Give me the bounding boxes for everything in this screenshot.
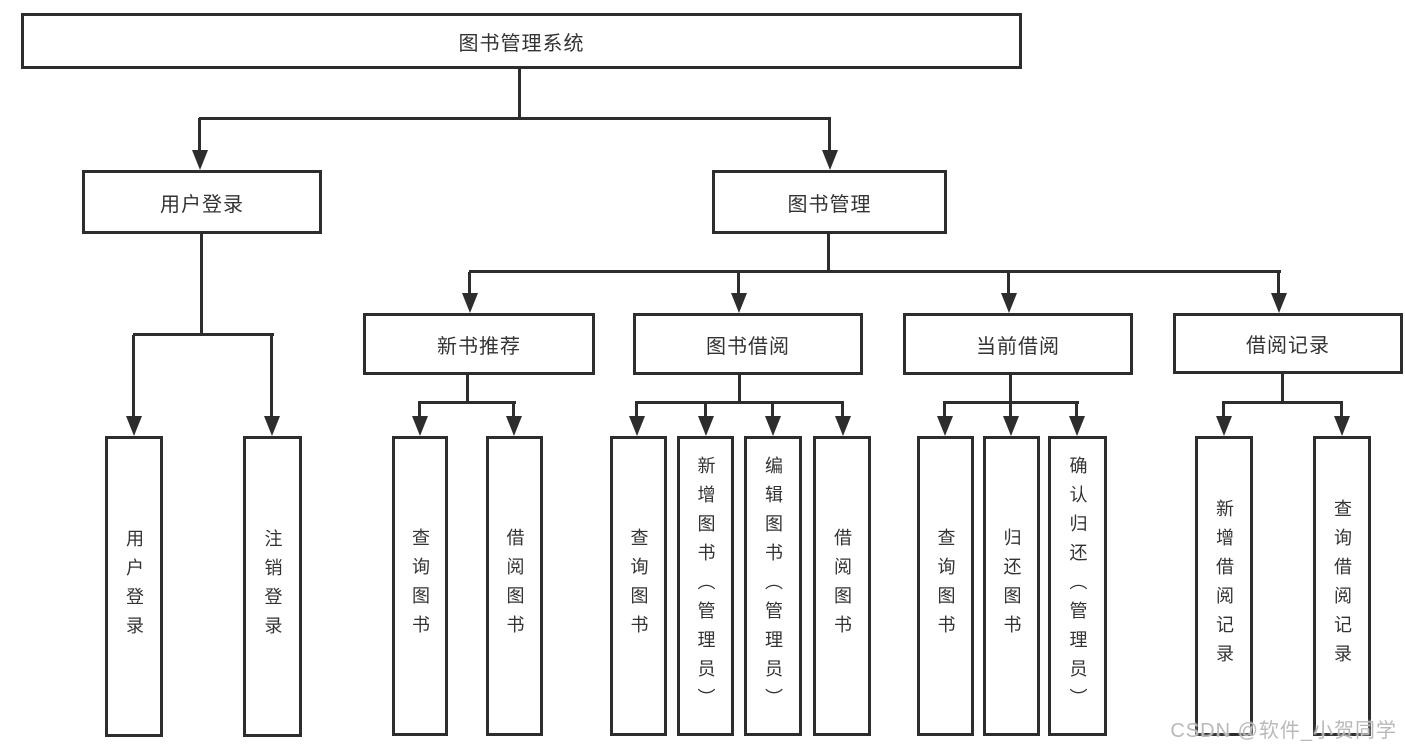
leaf-bb-borrow-books-label: 借阅图书 — [832, 528, 852, 644]
leaf-bb-query-books-label: 查询图书 — [628, 528, 649, 644]
arrow-to-leaf-login — [132, 335, 135, 416]
leaf-nbr-borrow-books: 借阅图书 — [486, 436, 543, 736]
leaf-cb-query-books-label: 查询图书 — [935, 528, 956, 644]
connector-borrow-records-bar — [1222, 401, 1343, 404]
node-root-label: 图书管理系统 — [458, 32, 585, 55]
node-book-management-label: 图书管理 — [787, 193, 872, 216]
arrow-to-user-login — [198, 118, 201, 150]
node-book-borrow-label: 图书借阅 — [706, 335, 790, 358]
node-book-management: 图书管理 — [712, 170, 947, 234]
leaf-br-query-record: 查询借阅记录 — [1313, 436, 1371, 736]
arrow-cb-leaf-2 — [1009, 403, 1012, 416]
arrow-bb-leaf-4 — [841, 403, 844, 416]
leaf-bb-borrow-books: 借阅图书 — [813, 436, 871, 736]
arrow-br-leaf-2 — [1340, 403, 1343, 416]
connector-borrow-records-stem — [1281, 374, 1284, 403]
node-current-borrow: 当前借阅 — [903, 313, 1133, 375]
arrow-nbr-leaf-2 — [512, 403, 515, 416]
node-new-book-rec-label: 新书推荐 — [437, 335, 521, 358]
leaf-br-query-record-label: 查询借阅记录 — [1332, 499, 1352, 673]
arrow-to-current-borrow — [1007, 272, 1010, 293]
arrow-to-book-borrow — [737, 272, 740, 293]
connector-book-borrow-stem — [738, 375, 741, 403]
leaf-user-login-label: 用户登录 — [124, 528, 144, 645]
leaf-bb-edit-books-admin: 编辑图书（管理员） — [744, 436, 802, 736]
leaf-cb-confirm-return-admin: 确认归还（管理员） — [1048, 436, 1107, 736]
connector-user-login-stem — [200, 234, 203, 335]
node-borrow-records-label: 借阅记录 — [1246, 335, 1330, 357]
csdn-watermark: CSDN @软件_小贺同学 — [1170, 720, 1397, 742]
node-borrow-records: 借阅记录 — [1173, 313, 1403, 374]
leaf-bb-query-books: 查询图书 — [610, 436, 667, 736]
leaf-cb-confirm-return-admin-label: 确认归还（管理员） — [1067, 455, 1088, 717]
leaf-cb-query-books: 查询图书 — [917, 436, 974, 736]
leaf-br-add-record: 新增借阅记录 — [1195, 436, 1253, 736]
arrow-bb-leaf-1 — [635, 403, 638, 416]
node-root: 图书管理系统 — [21, 13, 1022, 69]
arrow-bb-leaf-3 — [771, 403, 774, 416]
node-current-borrow-label: 当前借阅 — [976, 335, 1060, 358]
arrow-br-leaf-1 — [1222, 403, 1225, 416]
leaf-cb-return-books: 归还图书 — [983, 436, 1040, 736]
connector-root-stem — [518, 69, 521, 118]
connector-book-borrow-bar — [635, 401, 844, 404]
arrow-to-book-management — [828, 118, 831, 150]
connector-root-bar — [199, 117, 831, 120]
arrow-to-borrow-records — [1277, 272, 1280, 293]
connector-new-book-rec-bar — [418, 401, 516, 404]
node-user-login: 用户登录 — [82, 170, 322, 234]
leaf-bb-add-books-admin-label: 新增图书（管理员） — [695, 455, 716, 717]
node-new-book-rec: 新书推荐 — [363, 313, 595, 375]
leaf-user-login: 用户登录 — [105, 436, 163, 737]
node-book-borrow: 图书借阅 — [633, 313, 863, 375]
arrow-cb-leaf-3 — [1075, 403, 1078, 416]
node-user-login-label: 用户登录 — [160, 193, 244, 216]
connector-book-management-stem — [827, 234, 830, 272]
leaf-nbr-query-books: 查询图书 — [392, 436, 448, 736]
connector-book-management-bar — [469, 270, 1281, 273]
arrow-to-leaf-logout — [270, 335, 273, 416]
arrow-nbr-leaf-1 — [418, 403, 421, 416]
arrow-bb-leaf-2 — [704, 403, 707, 416]
connector-user-login-bar — [133, 333, 274, 336]
leaf-bb-add-books-admin: 新增图书（管理员） — [677, 436, 734, 736]
arrow-to-new-book-rec — [468, 272, 471, 293]
leaf-nbr-query-books-label: 查询图书 — [410, 528, 430, 644]
leaf-logout-label: 注销登录 — [262, 528, 283, 645]
leaf-logout: 注销登录 — [243, 436, 302, 737]
leaf-nbr-borrow-books-label: 借阅图书 — [504, 528, 525, 644]
connector-current-borrow-stem — [1009, 375, 1012, 403]
leaf-br-add-record-label: 新增借阅记录 — [1214, 499, 1234, 673]
arrow-cb-leaf-1 — [943, 403, 946, 416]
connector-new-book-rec-stem — [466, 375, 469, 403]
leaf-cb-return-books-label: 归还图书 — [1001, 528, 1022, 644]
leaf-bb-edit-books-admin-label: 编辑图书（管理员） — [763, 455, 783, 717]
